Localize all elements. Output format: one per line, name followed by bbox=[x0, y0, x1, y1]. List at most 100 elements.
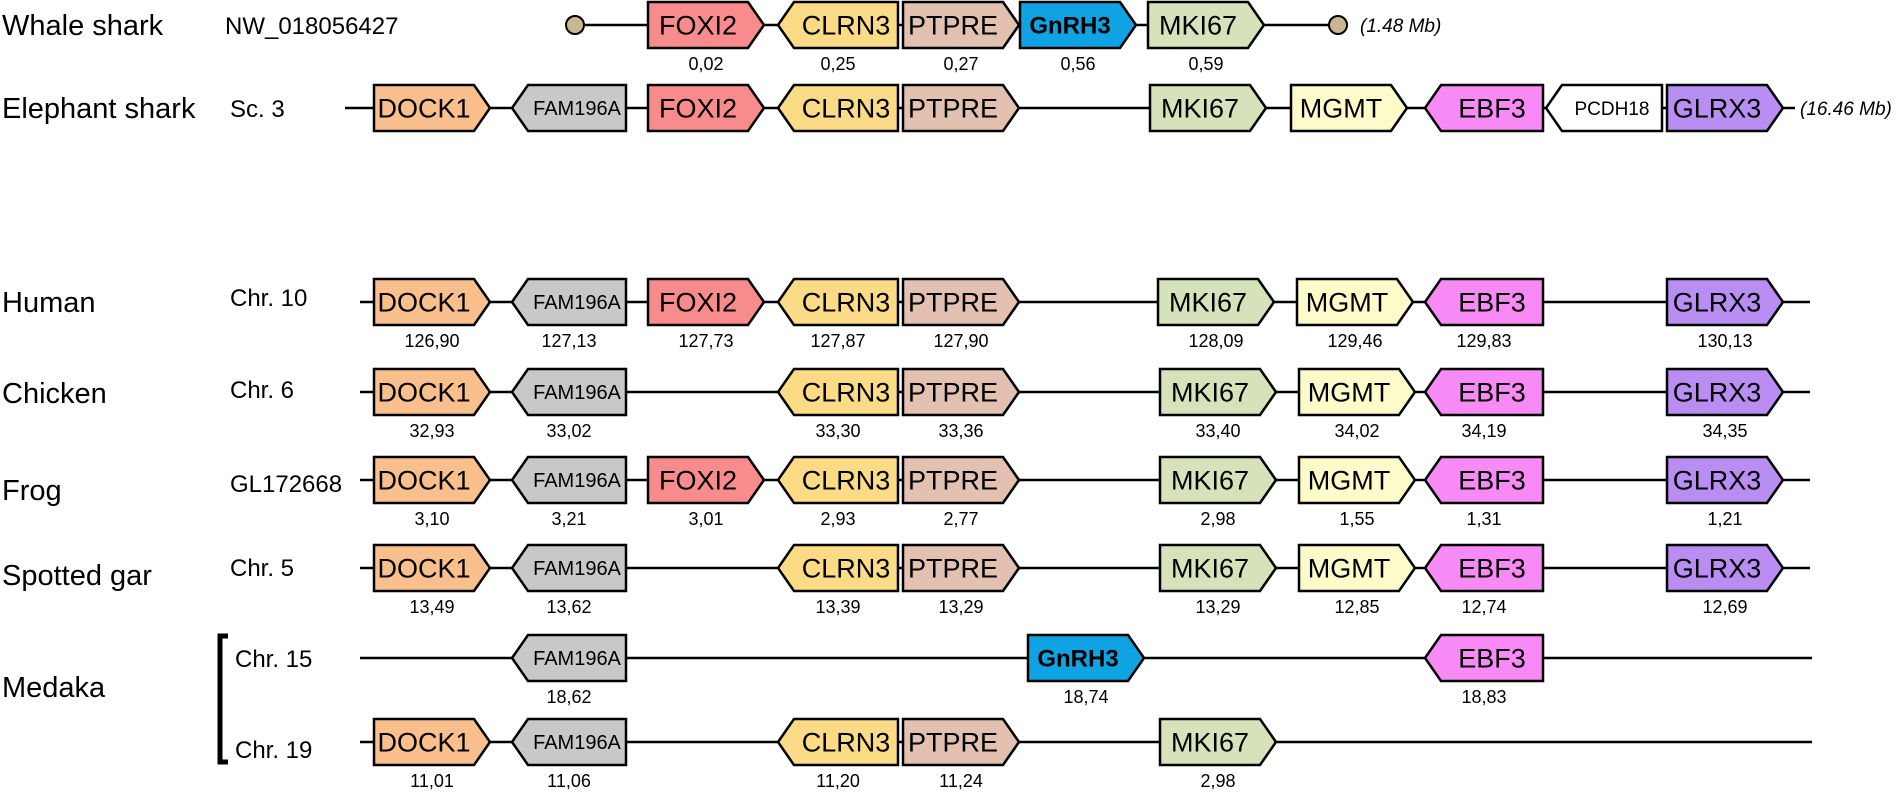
gene-arrow-left bbox=[1423, 543, 1545, 593]
gene-label: DOCK1 bbox=[377, 728, 470, 758]
gene-position-label: 18,62 bbox=[546, 687, 591, 707]
gene-label: GLRX3 bbox=[1673, 554, 1762, 584]
gene-position-label: 2,98 bbox=[1200, 509, 1235, 529]
gene-label: PCDH18 bbox=[1575, 99, 1650, 120]
gene-label: EBF3 bbox=[1458, 466, 1526, 496]
scaffold-size-label: (16.46 Mb) bbox=[1800, 99, 1892, 120]
gene-position-label: 3,01 bbox=[688, 509, 723, 529]
gene-label: EBF3 bbox=[1458, 644, 1526, 674]
gene-position-label: 1,55 bbox=[1339, 509, 1374, 529]
gene-position-label: 33,36 bbox=[938, 421, 983, 441]
gene-label: MKI67 bbox=[1159, 11, 1237, 41]
gene-label: MGMT bbox=[1308, 378, 1390, 408]
gene-position-label: 12,74 bbox=[1461, 597, 1506, 617]
gene-arrow-right bbox=[1158, 455, 1278, 505]
gene-mki67: MKI67 0,59 bbox=[1146, 0, 1266, 74]
species-label: Chicken bbox=[2, 378, 107, 410]
gene-label: PTPRE bbox=[908, 94, 998, 124]
gene-label: CLRN3 bbox=[802, 94, 891, 124]
gene-dock1: DOCK1 11,01 bbox=[372, 717, 492, 791]
species-label: Whale shark bbox=[2, 10, 164, 42]
gene-label: FAM196A bbox=[533, 292, 621, 314]
gene-label: DOCK1 bbox=[377, 94, 470, 124]
gene-label: FAM196A bbox=[533, 98, 621, 120]
gene-ptpre: PTPRE 2,77 bbox=[901, 455, 1021, 529]
gene-position-label: 0,27 bbox=[943, 54, 978, 74]
gene-arrow-right bbox=[372, 717, 492, 767]
gene-arrow-right bbox=[901, 717, 1021, 767]
gene-arrow-right bbox=[646, 277, 766, 327]
gene-position-label: 0,02 bbox=[688, 54, 723, 74]
species-label: Frog bbox=[2, 475, 62, 507]
gene-label: CLRN3 bbox=[802, 466, 891, 496]
gene-label: PTPRE bbox=[908, 288, 998, 318]
gene-arrow-right bbox=[1158, 717, 1278, 767]
gene-foxi2: FOXI2 bbox=[646, 83, 766, 133]
gene-arrow-left bbox=[1544, 83, 1664, 133]
gene-position-label: 127,13 bbox=[541, 331, 596, 351]
chromosome-label: Sc. 3 bbox=[230, 96, 285, 123]
gene-position-label: 18,83 bbox=[1461, 687, 1506, 707]
gene-label: GnRH3 bbox=[1029, 13, 1110, 40]
gene-position-label: 2,98 bbox=[1200, 771, 1235, 791]
gene-arrow-right bbox=[372, 543, 492, 593]
gene-position-label: 11,01 bbox=[410, 771, 454, 791]
gene-arrow-right bbox=[646, 0, 766, 50]
gene-position-label: 12,69 bbox=[1702, 597, 1747, 617]
gene-arrow-left bbox=[510, 367, 628, 417]
gene-label: PTPRE bbox=[908, 11, 998, 41]
gene-arrow-left bbox=[510, 633, 628, 683]
gene-arrow-left bbox=[1423, 83, 1545, 133]
gene-arrow-left bbox=[510, 455, 628, 505]
gene-arrow-right bbox=[372, 277, 492, 327]
chromosome-label: Chr. 6 bbox=[230, 377, 294, 404]
species-label: Human bbox=[2, 287, 96, 319]
gene-label: CLRN3 bbox=[802, 728, 891, 758]
gene-arrow-right bbox=[1158, 543, 1278, 593]
gene-position-label: 129,46 bbox=[1327, 331, 1382, 351]
gene-label: MKI67 bbox=[1171, 466, 1249, 496]
chromosome-label: Chr. 15 bbox=[235, 646, 312, 673]
gene-label: MKI67 bbox=[1161, 94, 1239, 124]
gene-glrx3: GLRX3 12,69 bbox=[1665, 543, 1785, 617]
chromosome-end-dot bbox=[1328, 15, 1348, 35]
gene-arrow-left bbox=[510, 277, 628, 327]
medaka-bracket bbox=[217, 633, 228, 765]
gene-label: GLRX3 bbox=[1673, 288, 1762, 318]
gene-label: DOCK1 bbox=[377, 288, 470, 318]
gene-position-label: 11,24 bbox=[939, 771, 983, 791]
gene-arrow-left bbox=[776, 455, 900, 505]
gene-arrow-right bbox=[1146, 0, 1266, 50]
gene-label: FAM196A bbox=[533, 558, 621, 580]
gene-arrow-left bbox=[510, 543, 628, 593]
gene-label: GnRH3 bbox=[1037, 646, 1118, 673]
gene-position-label: 0,59 bbox=[1188, 54, 1223, 74]
gene-label: MKI67 bbox=[1171, 378, 1249, 408]
gene-position-label: 127,90 bbox=[933, 331, 988, 351]
gene-label: EBF3 bbox=[1458, 94, 1526, 124]
gene-label: GLRX3 bbox=[1673, 94, 1762, 124]
gene-position-label: 0,25 bbox=[820, 54, 855, 74]
gene-arrow-left bbox=[510, 717, 628, 767]
gene-label: PTPRE bbox=[908, 466, 998, 496]
gene-position-label: 12,85 bbox=[1334, 597, 1379, 617]
gene-label: GLRX3 bbox=[1673, 378, 1762, 408]
gene-position-label: 2,77 bbox=[943, 509, 978, 529]
